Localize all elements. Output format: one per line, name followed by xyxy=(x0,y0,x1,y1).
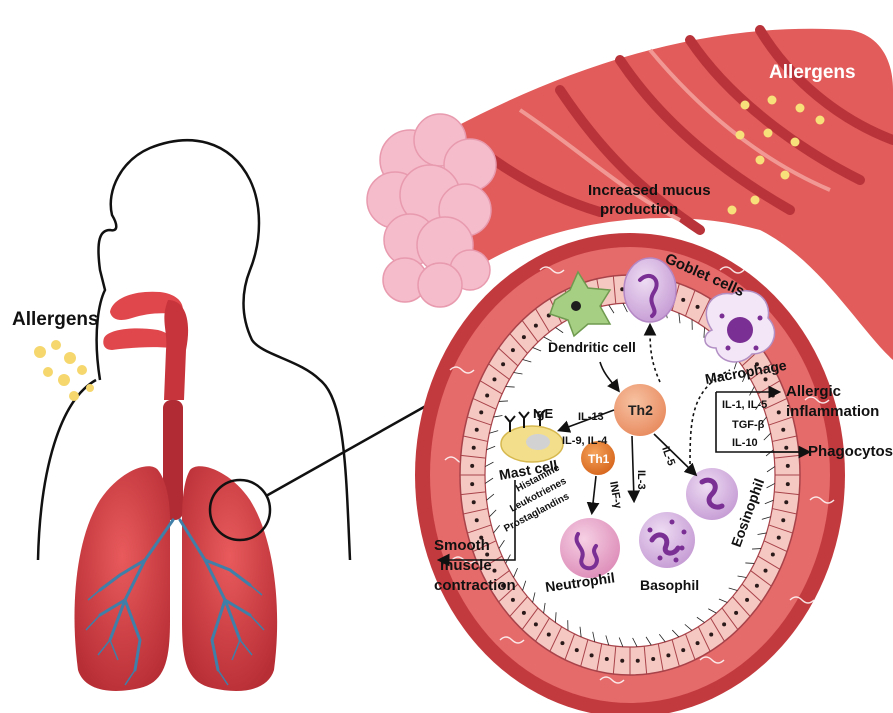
basophil-label: Basophil xyxy=(640,577,699,593)
epithelial-nucleus xyxy=(575,648,579,652)
allergens-airway-label: Allergens xyxy=(769,62,856,83)
eosinophil-cell xyxy=(686,468,738,520)
pharynx xyxy=(164,300,188,400)
right-lung xyxy=(182,466,277,691)
epithelial-nucleus xyxy=(547,633,551,637)
zoom-line xyxy=(266,398,440,496)
epithelial-nucleus xyxy=(470,482,474,486)
epithelial-nucleus xyxy=(475,428,479,432)
oral-cavity xyxy=(103,328,173,350)
cilium xyxy=(499,401,508,402)
epithelial-nucleus xyxy=(777,536,781,540)
epithelial-nucleus xyxy=(522,611,526,615)
phagocytosis-label: Phagocytosis xyxy=(808,443,893,460)
th2-cell: Th2 xyxy=(614,384,666,436)
epithelial-nucleus xyxy=(492,377,496,381)
basophil-cell xyxy=(639,512,695,568)
epithelial-nucleus xyxy=(696,641,700,645)
il10-label: IL-10 xyxy=(732,437,758,449)
epithelial-nucleus xyxy=(485,393,489,397)
epithelial-nucleus xyxy=(734,611,738,615)
smooth-label-2: muscle xyxy=(440,557,492,574)
cilium xyxy=(752,549,761,550)
epithelial-nucleus xyxy=(764,377,768,381)
epithelial-nucleus xyxy=(479,410,483,414)
th2-label: Th2 xyxy=(628,402,653,418)
epithelial-nucleus xyxy=(470,464,474,468)
epithelial-nucleus xyxy=(764,569,768,573)
epithelial-nucleus xyxy=(475,518,479,522)
mucus-label-2: production xyxy=(600,201,678,218)
il9-il4-label: IL-9, IL-4 xyxy=(562,435,608,447)
epithelial-nucleus xyxy=(681,298,685,302)
ige-label: IgE xyxy=(533,406,554,421)
allergic-label-1: Allergic xyxy=(786,383,841,400)
smooth-label-1: Smooth xyxy=(434,537,490,554)
epithelial-nucleus xyxy=(560,641,564,645)
il1-il5-label: IL-1, IL-5 xyxy=(722,399,767,411)
epithelial-nucleus xyxy=(590,653,594,657)
epithelial-nucleus xyxy=(786,482,790,486)
alveoli-cluster xyxy=(367,114,496,307)
il3-label: IL-3 xyxy=(635,470,647,490)
smooth-label-3: contraction xyxy=(434,577,516,594)
epithelial-nucleus xyxy=(755,584,759,588)
mucus-label-1: Increased mucus xyxy=(588,182,711,199)
epithelial-nucleus xyxy=(620,659,624,663)
epithelial-nucleus xyxy=(745,598,749,602)
human-figure: Allergens xyxy=(12,140,440,691)
epithelial-nucleus xyxy=(636,659,640,663)
epithelial-nucleus xyxy=(696,305,700,309)
epithelial-nucleus xyxy=(651,657,655,661)
il13-label: IL-13 xyxy=(578,411,604,423)
dendritic-label: Dendritic cell xyxy=(548,339,636,355)
epithelial-nucleus xyxy=(605,657,609,661)
epithelial-nucleus xyxy=(771,553,775,557)
allergens-left-label: Allergens xyxy=(12,309,99,330)
allergic-label-2: inflammation xyxy=(786,403,879,420)
epithelial-nucleus xyxy=(492,569,496,573)
epithelial-nucleus xyxy=(786,464,790,468)
epithelial-nucleus xyxy=(781,518,785,522)
epithelial-nucleus xyxy=(501,362,505,366)
epithelial-nucleus xyxy=(777,410,781,414)
tgf-label: TGF-β xyxy=(732,419,765,431)
epithelial-nucleus xyxy=(511,598,515,602)
epithelial-nucleus xyxy=(511,348,515,352)
epithelial-nucleus xyxy=(784,446,788,450)
epithelial-nucleus xyxy=(534,622,538,626)
epithelial-nucleus xyxy=(472,446,476,450)
th1-label: Th1 xyxy=(588,452,610,466)
left-lung xyxy=(74,466,170,691)
epithelial-nucleus xyxy=(666,653,670,657)
epithelial-nucleus xyxy=(771,393,775,397)
epithelial-nucleus xyxy=(472,500,476,504)
epithelial-nucleus xyxy=(534,324,538,328)
epithelial-nucleus xyxy=(722,622,726,626)
epithelial-nucleus xyxy=(784,500,788,504)
epithelial-nucleus xyxy=(522,335,526,339)
epithelial-nucleus xyxy=(681,648,685,652)
allergen-particles-left xyxy=(34,340,94,401)
epithelial-nucleus xyxy=(709,633,713,637)
epithelial-nucleus xyxy=(781,428,785,432)
